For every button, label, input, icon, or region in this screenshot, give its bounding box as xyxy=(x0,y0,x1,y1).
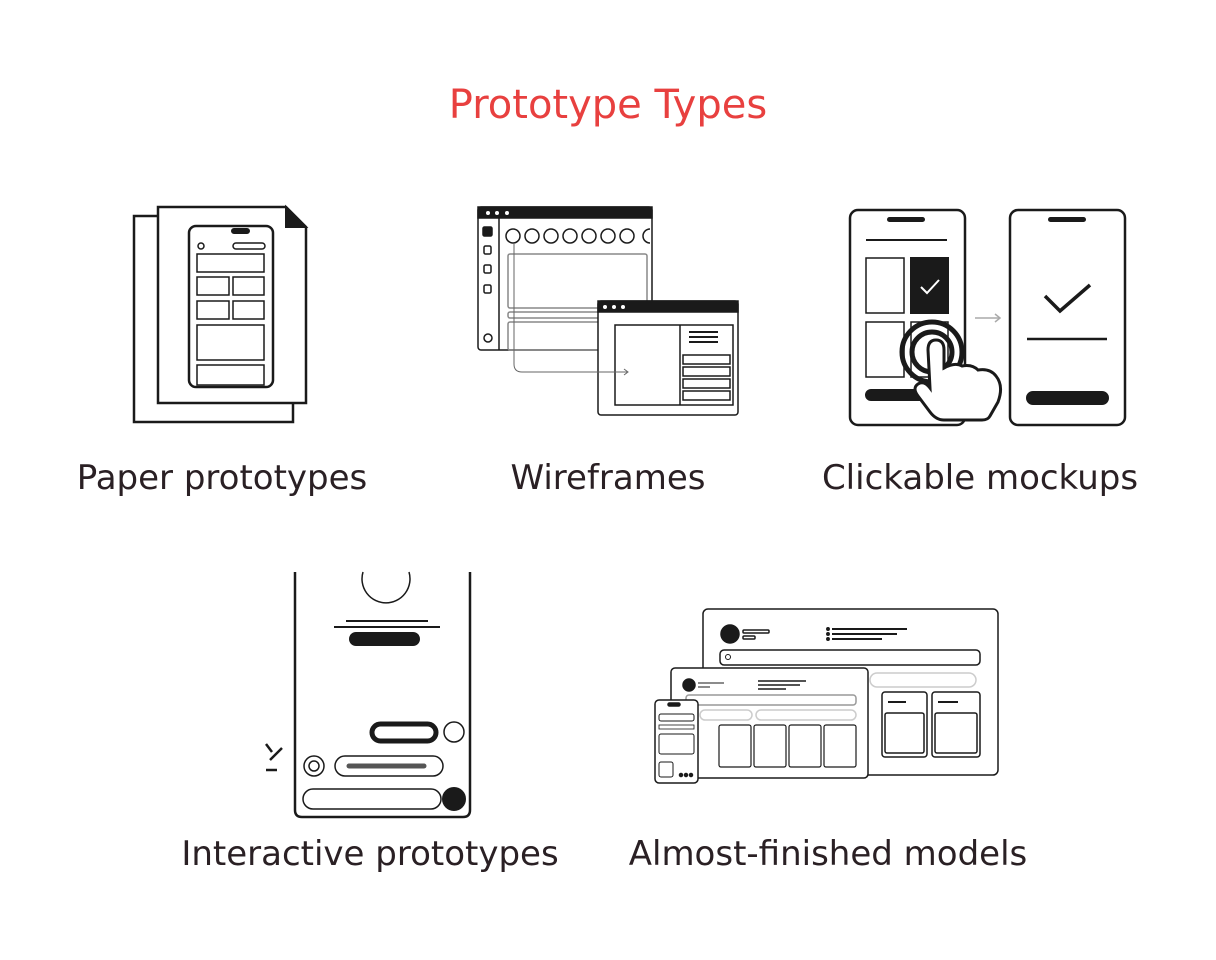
label-almost-finished-models: Almost-finished models xyxy=(628,834,1028,874)
interactive-phone-icon xyxy=(265,571,472,819)
multi-device-icon xyxy=(654,608,999,784)
wireframe-windows-icon xyxy=(477,206,739,416)
label-clickable-mockups: Clickable mockups xyxy=(821,458,1139,498)
page-title: Prototype Types xyxy=(448,82,768,128)
clickable-phones-icon xyxy=(848,208,1127,427)
paper-phone-icon xyxy=(132,204,309,424)
label-paper-prototypes: Paper prototypes xyxy=(76,458,368,498)
label-wireframes: Wireframes xyxy=(510,458,706,498)
label-interactive-prototypes: Interactive prototypes xyxy=(181,834,559,874)
